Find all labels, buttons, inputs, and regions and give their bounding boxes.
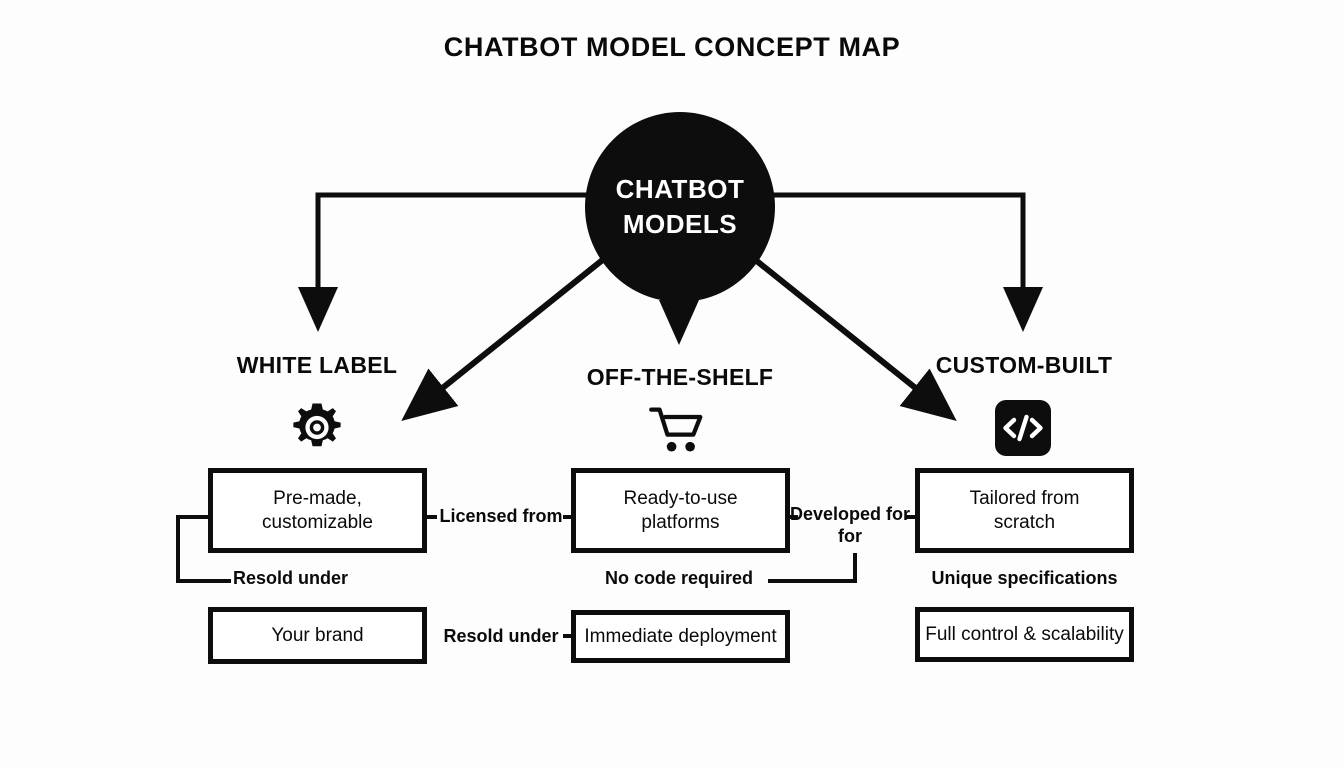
box-pre-made-customizable[interactable]: Pre-made, customizable	[208, 468, 427, 553]
box-ready-to-use-platforms[interactable]: Ready-to-use platforms	[571, 468, 790, 553]
page-title: CHATBOT MODEL CONCEPT MAP	[443, 32, 901, 62]
edge-label-resold-under-middle: Resold under	[443, 626, 559, 646]
edge-label-no-code-required: No code required	[605, 568, 754, 588]
box-tailored-from-scratch[interactable]: Tailored from scratch	[915, 468, 1134, 553]
branch-title-off-the-shelf: OFF-THE-SHELF	[586, 364, 774, 390]
box-your-brand[interactable]: Your brand	[208, 607, 427, 664]
hub-chatbot-models[interactable]: CHATBOT MODELS	[585, 112, 775, 302]
edge-root-to-white-label	[298, 192, 600, 332]
edge-label-resold-under-left: Resold under	[233, 568, 349, 588]
edge-root-to-custom-built	[760, 192, 1043, 332]
edge-nocode-to-tailored	[768, 553, 857, 583]
branch-title-white-label: WHITE LABEL	[236, 352, 398, 378]
branch-title-custom-built: CUSTOM-BUILT	[935, 352, 1113, 378]
edge-label-unique-specifications: Unique specifications	[931, 568, 1118, 588]
box-immediate-deployment[interactable]: Immediate deployment	[571, 610, 790, 663]
code-icon	[993, 399, 1053, 456]
hub-label-line2: MODELS	[622, 209, 738, 239]
gear-icon	[283, 400, 351, 455]
shopping-cart-icon	[645, 405, 713, 455]
hub-label-line1: CHATBOT	[615, 174, 745, 205]
edge-label-licensed-from: Licensed from	[439, 506, 563, 526]
box-full-control-scalability[interactable]: Full control & scalability	[915, 607, 1134, 662]
edge-label-developed-for: Developed for for	[789, 504, 911, 546]
